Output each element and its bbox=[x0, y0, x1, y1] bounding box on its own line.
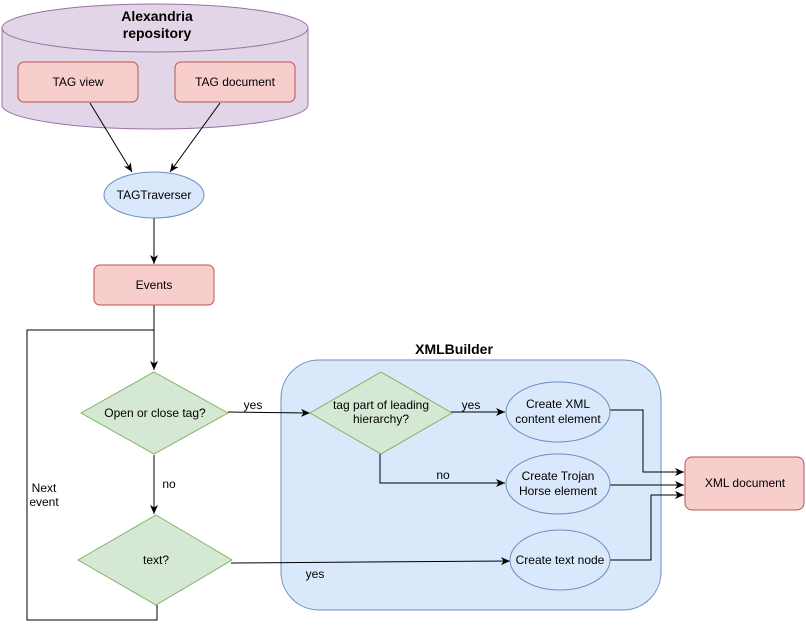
tag-document-label: TAG document bbox=[195, 75, 275, 89]
edge-next-event-loop bbox=[26, 329, 158, 621]
xml-document-label: XML document bbox=[705, 476, 786, 490]
create-trojan-horse-label-line2: Horse element bbox=[519, 484, 598, 498]
edge-label-next-event-line1: Next bbox=[32, 481, 57, 495]
open-close-tag-decision[interactable]: Open or close tag? bbox=[79, 371, 230, 455]
edge-content-xmldoc bbox=[610, 409, 684, 476]
xmlbuilder-title: XMLBuilder bbox=[415, 341, 493, 357]
repository-title-line1: Alexandria bbox=[121, 8, 193, 24]
create-xml-content-node[interactable]: Create XML content element bbox=[505, 381, 611, 443]
leading-hierarchy-decision[interactable]: tag part of leading hierarchy? bbox=[309, 371, 453, 455]
text-decision[interactable]: text? bbox=[76, 514, 233, 606]
events-label: Events bbox=[136, 278, 173, 292]
alexandria-repository: Alexandria repository bbox=[1, 3, 309, 130]
events-node[interactable]: Events bbox=[93, 264, 215, 306]
create-text-node-label: Create text node bbox=[516, 553, 605, 567]
edge-label-yes-open: yes bbox=[244, 398, 263, 412]
create-xml-content-label-line1: Create XML bbox=[526, 397, 590, 411]
edge-label-yes-leading: yes bbox=[462, 398, 481, 412]
tag-view-label: TAG view bbox=[52, 75, 103, 89]
edge-opentag-leading bbox=[227, 408, 311, 417]
xml-document-node[interactable]: XML document bbox=[684, 456, 805, 511]
create-text-node[interactable]: Create text node bbox=[509, 529, 611, 591]
create-xml-content-label-line2: content element bbox=[515, 412, 601, 426]
edge-textnode-xmldoc bbox=[610, 491, 684, 561]
tag-document-node[interactable]: TAG document bbox=[174, 61, 296, 103]
create-trojan-horse-label-line1: Create Trojan bbox=[522, 469, 595, 483]
tag-traverser-node[interactable]: TAGTraverser bbox=[103, 171, 205, 219]
tag-traverser-label: TAGTraverser bbox=[117, 188, 192, 202]
edges bbox=[26, 102, 684, 621]
edge-tagview-traverser bbox=[89, 102, 133, 173]
edge-label-yes-text: yes bbox=[306, 567, 325, 581]
edge-label-no-open: no bbox=[162, 477, 176, 491]
edge-label-no-leading: no bbox=[436, 468, 450, 482]
edge-labels: yes no yes no yes Next event bbox=[29, 398, 480, 581]
create-trojan-horse-node[interactable]: Create Trojan Horse element bbox=[505, 453, 611, 515]
leading-hierarchy-label-line2: hierarchy? bbox=[353, 412, 409, 426]
text-decision-label: text? bbox=[143, 553, 169, 567]
leading-hierarchy-label-line1: tag part of leading bbox=[333, 398, 429, 412]
edge-text-textnode bbox=[230, 557, 511, 566]
edge-label-next-event-line2: event bbox=[29, 495, 59, 509]
repository-title-line2: repository bbox=[123, 25, 192, 41]
edge-tagdocument-traverser bbox=[169, 102, 221, 173]
tag-view-node[interactable]: TAG view bbox=[17, 61, 139, 103]
open-close-tag-label: Open or close tag? bbox=[104, 406, 206, 420]
edge-leading-trojan bbox=[379, 453, 505, 487]
